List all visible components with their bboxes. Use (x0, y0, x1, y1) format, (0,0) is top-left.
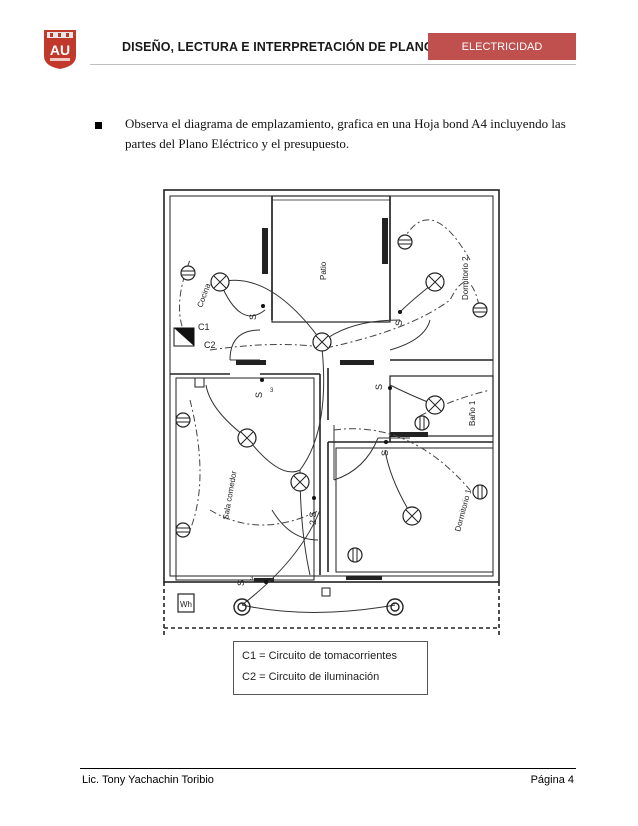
switch-mark: S (374, 384, 384, 390)
electrical-floor-plan: Wh Cocina Patio Dormitorio 2 Baño 1 Sala… (163, 189, 500, 635)
outer-wall (163, 189, 500, 583)
room-label-patio: Patio (319, 261, 328, 280)
meter-box (177, 593, 195, 613)
footer-divider (80, 768, 576, 769)
distribution-panel (174, 328, 194, 346)
header-subject-tag: ELECTRICIDAD (428, 33, 576, 60)
header-divider (90, 64, 576, 65)
room-label-dormitorio-1: Dormitorio 1 (453, 488, 473, 533)
room-label-sala-comedor: Sala comedor (221, 470, 238, 521)
switch-mark: S (248, 314, 258, 320)
header-title: DISEÑO, LECTURA E INTERPRETACIÓN DE PLAN… (122, 40, 443, 54)
institution-logo: AU (44, 30, 76, 69)
meter-label: Wh (180, 600, 192, 609)
footer-page-number: Página 4 (530, 774, 574, 786)
switch-3-way-mark: S (254, 392, 264, 398)
room-label-cocina: Cocina (195, 282, 212, 309)
logo-text: AU (50, 42, 70, 58)
legend-c2: C2 = Circuito de iluminación (242, 671, 380, 683)
switch-mark: S (394, 320, 404, 326)
room-label-bano: Baño 1 (468, 400, 477, 426)
footer-author: Lic. Tony Yachachin Toribio (82, 774, 214, 786)
circuit-legend: C1 = Circuito de tomacorrientes C2 = Cir… (233, 641, 428, 695)
instruction-text: Observa el diagrama de emplazamiento, gr… (125, 116, 566, 151)
double-switch-mark: 2 S (308, 511, 318, 525)
bullet-icon (95, 122, 102, 129)
circuit-c2-mark: C2 (204, 340, 216, 350)
switch-3-way-sub: 3 (250, 576, 254, 582)
room-label-dormitorio-2: Dormitorio 2 (461, 256, 470, 300)
switch-3-way-mark: S (236, 580, 246, 586)
switch-3-way-sub: 3 (270, 388, 274, 394)
switch-mark: S (380, 450, 390, 456)
legend-c1: C1 = Circuito de tomacorrientes (242, 650, 397, 662)
circuit-c1-mark: C1 (198, 322, 210, 332)
patio-area (271, 195, 391, 323)
